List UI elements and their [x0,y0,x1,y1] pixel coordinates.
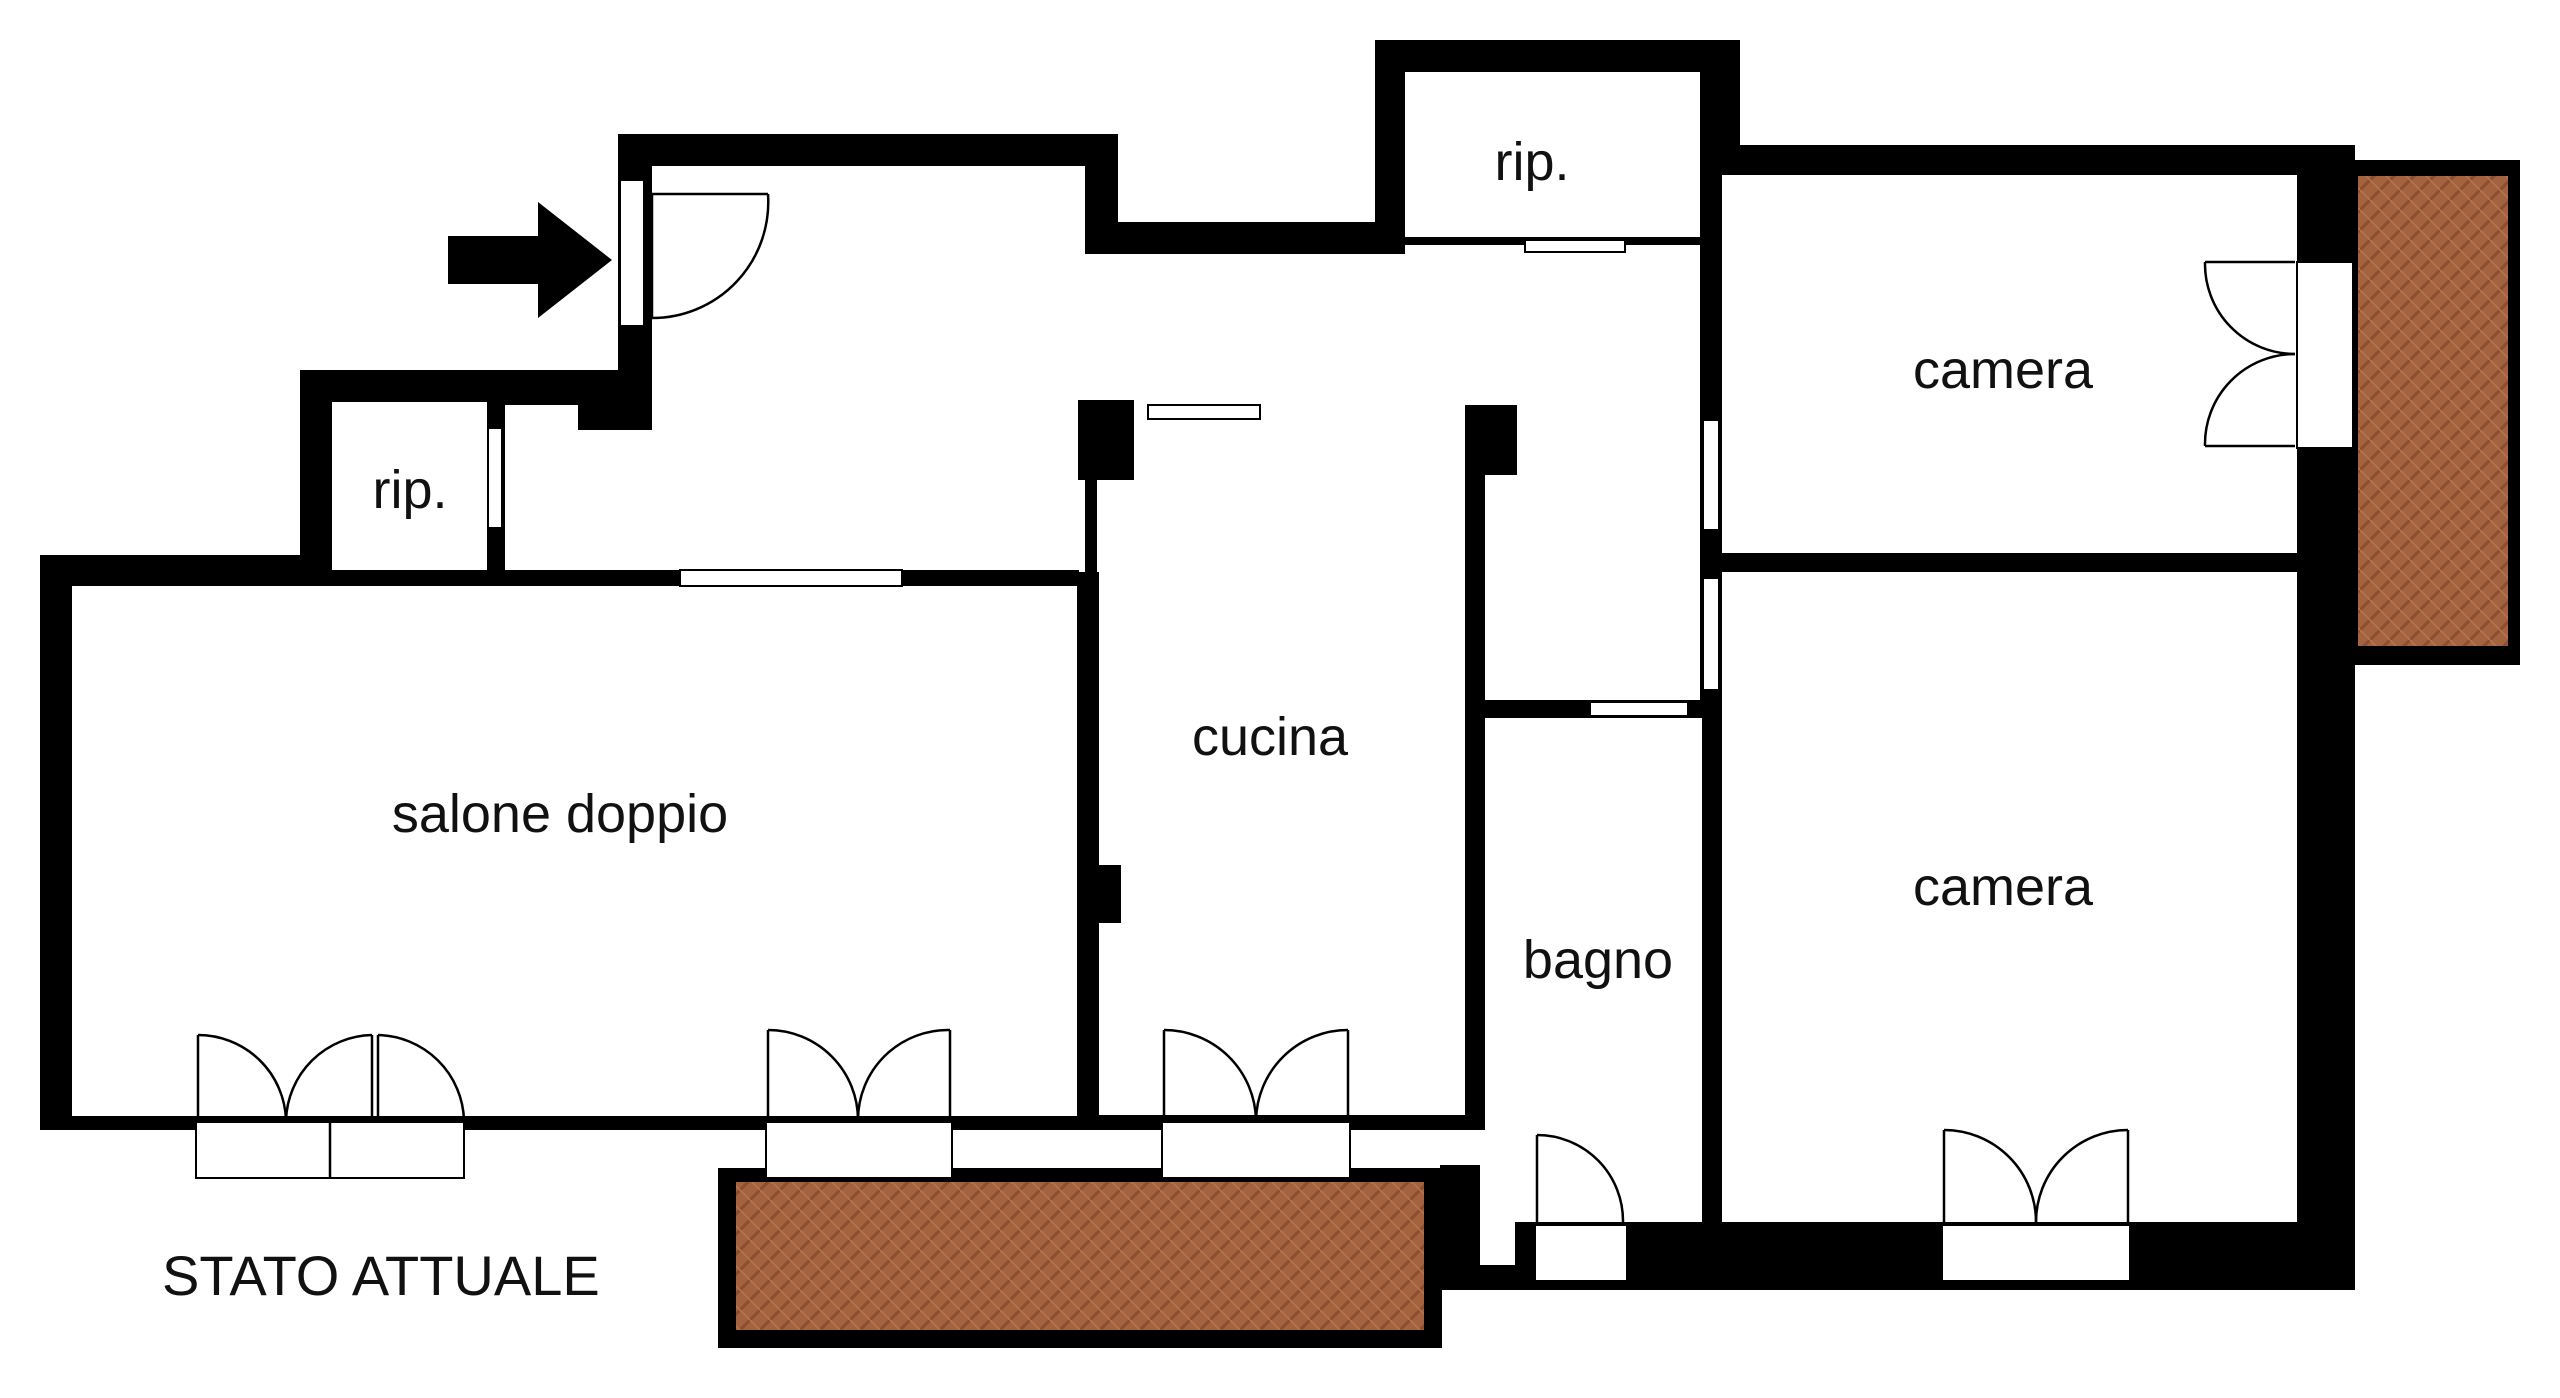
floors [72,72,2297,1222]
room-label-camera-top: camera [1913,340,2094,400]
salone-door-left [195,1033,466,1179]
windows [487,239,1720,717]
room-label-rip-top: rip. [1494,132,1569,192]
plan-caption: STATO ATTUALE [162,1244,600,1307]
entrance-arrow-icon [448,202,612,318]
room-label-cucina: cucina [1192,707,1349,767]
room-label-camera-bottom: camera [1913,857,2094,917]
room-label-salone: salone doppio [392,784,728,844]
salone-door-right [765,1028,953,1179]
camera-bottom-door [1941,1128,2131,1282]
cucina-door [1161,1028,1351,1179]
bagno-door [1534,1133,1628,1282]
terrace-right [2340,160,2520,665]
terrace-bottom [718,1168,1442,1348]
camera-top-door [2203,260,2354,449]
room-label-rip-left: rip. [372,460,447,520]
entrance-door [619,179,770,327]
room-label-bagno: bagno [1523,930,1673,990]
